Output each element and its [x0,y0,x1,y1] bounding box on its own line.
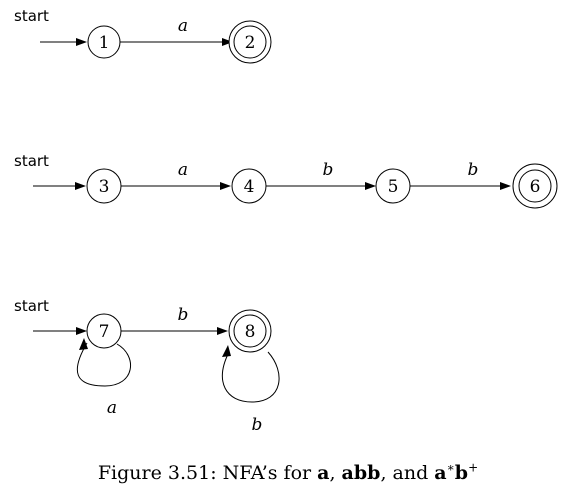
caption-star: ∗ [446,460,455,475]
start-label: start [14,152,49,170]
arrowhead [75,182,86,190]
caption-separator: , [329,462,342,484]
transition-3-4-label: a [178,160,188,180]
caption-plus: + [468,460,479,475]
caption-regex-a: a [317,462,330,484]
state-3-label: 3 [99,177,110,197]
caption-separator: , and [380,462,435,484]
caption-prefix: Figure 3.51: NFA’s for [97,462,318,484]
arrowhead [500,182,511,190]
self-loop-8-label: b [252,415,263,435]
caption-regex-abb: abb [341,462,381,484]
arrowhead [217,327,228,335]
state-8-label: 8 [245,322,256,342]
state-1-label: 1 [99,33,110,53]
state-2 [233,25,267,59]
arrowhead [222,38,233,46]
arrowhead [365,182,376,190]
transition-4-5-label: b [323,160,334,180]
state-5-label: 5 [388,177,399,197]
self-loop-8 [221,351,280,403]
start-label: start [14,7,49,25]
state-6 [518,169,552,203]
nfa-astar-bplus: start 7 a b 8 b [14,297,280,435]
transition-7-8-label: b [178,305,189,325]
figure-caption: Figure 3.51: NFA’s for a, abb, and a∗b+ [0,462,576,484]
arrowhead [76,327,87,335]
arrowhead [79,338,88,350]
nfa-a: start 1 a 2 [14,7,272,64]
transition-1-2-label: a [178,16,188,36]
state-4-label: 4 [244,177,255,197]
start-label: start [14,297,49,315]
transition-5-6-label: b [468,160,479,180]
arrowhead [76,38,87,46]
state-8 [233,314,267,348]
state-6-label: 6 [530,177,541,197]
caption-regex-a-star: a [434,462,447,484]
arrowhead [220,182,231,190]
caption-regex-b-plus: b [454,462,469,484]
nfa-diagram: start 1 a 2 start 3 a 4 b 5 b 6 [14,7,558,435]
nfa-abb: start 3 a 4 b 5 b 6 [14,152,558,209]
state-7-label: 7 [99,322,110,342]
self-loop-7 [76,342,131,387]
state-2-label: 2 [245,33,256,53]
arrowhead [222,345,231,357]
self-loop-7-label: a [107,398,117,418]
